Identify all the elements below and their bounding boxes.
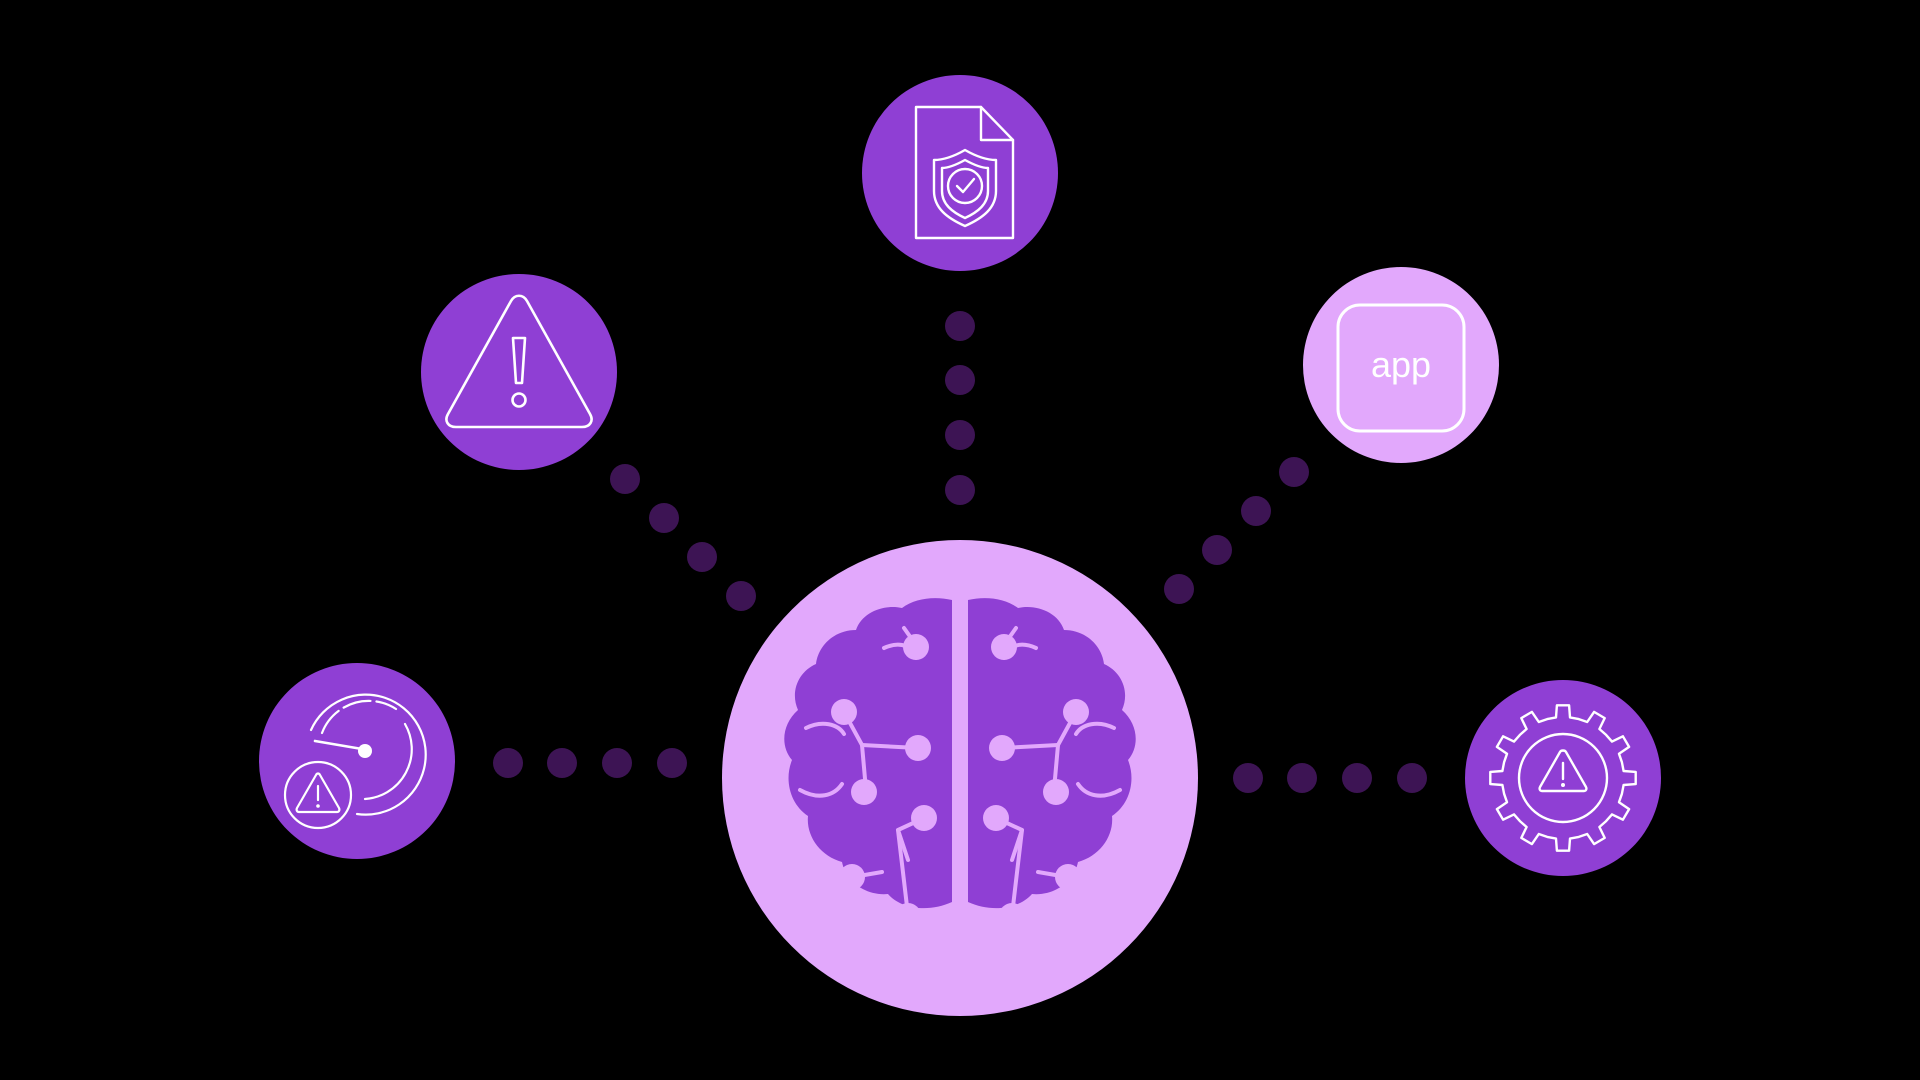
brain-right-hemisphere [968, 598, 1136, 909]
node-upper-left [421, 274, 617, 470]
connector-upper-left-dot-4 [726, 581, 756, 611]
connector-left-dot-3 [602, 748, 632, 778]
connector-top-dot-4 [945, 475, 975, 505]
connector-top-dot-1 [945, 311, 975, 341]
connector-left-dot-2 [547, 748, 577, 778]
node-upper-right: app [1303, 267, 1499, 463]
node-left-circle [259, 663, 455, 859]
connector-upper-left-dot-2 [649, 503, 679, 533]
node-upper-left-circle [421, 274, 617, 470]
node-right [1465, 680, 1661, 876]
connector-upper-left-dot-1 [610, 464, 640, 494]
node-top [862, 75, 1058, 271]
node-top-circle [862, 75, 1058, 271]
connector-top-dot-2 [945, 365, 975, 395]
app-icon [1336, 303, 1466, 433]
connector-left-dot-4 [657, 748, 687, 778]
connector-top-dot-3 [945, 420, 975, 450]
connector-right-dot-1 [1233, 763, 1263, 793]
gear-warning-icon [1489, 704, 1637, 852]
brain-circuit-icon [784, 598, 1136, 929]
node-upper-right-circle [1303, 267, 1499, 463]
brain-left-hemisphere [784, 598, 952, 909]
node-left [259, 663, 455, 859]
connector-right-dot-2 [1287, 763, 1317, 793]
warning-triangle-icon [445, 294, 593, 429]
connector-right-dot-3 [1342, 763, 1372, 793]
connector-upper-right-dot-3 [1202, 535, 1232, 565]
document-shield-check-icon [914, 105, 1015, 240]
app-label: app [1371, 344, 1431, 385]
connector-left-dot-1 [493, 748, 523, 778]
connector-upper-right-dot-4 [1164, 574, 1194, 604]
speedometer-warning-icon [283, 693, 427, 830]
connector-upper-right-dot-2 [1241, 496, 1271, 526]
connector-upper-right-dot-1 [1279, 457, 1309, 487]
node-center [722, 540, 1198, 1016]
connector-upper-left-dot-3 [687, 542, 717, 572]
connector-lines [493, 311, 1427, 793]
connector-right-dot-4 [1397, 763, 1427, 793]
